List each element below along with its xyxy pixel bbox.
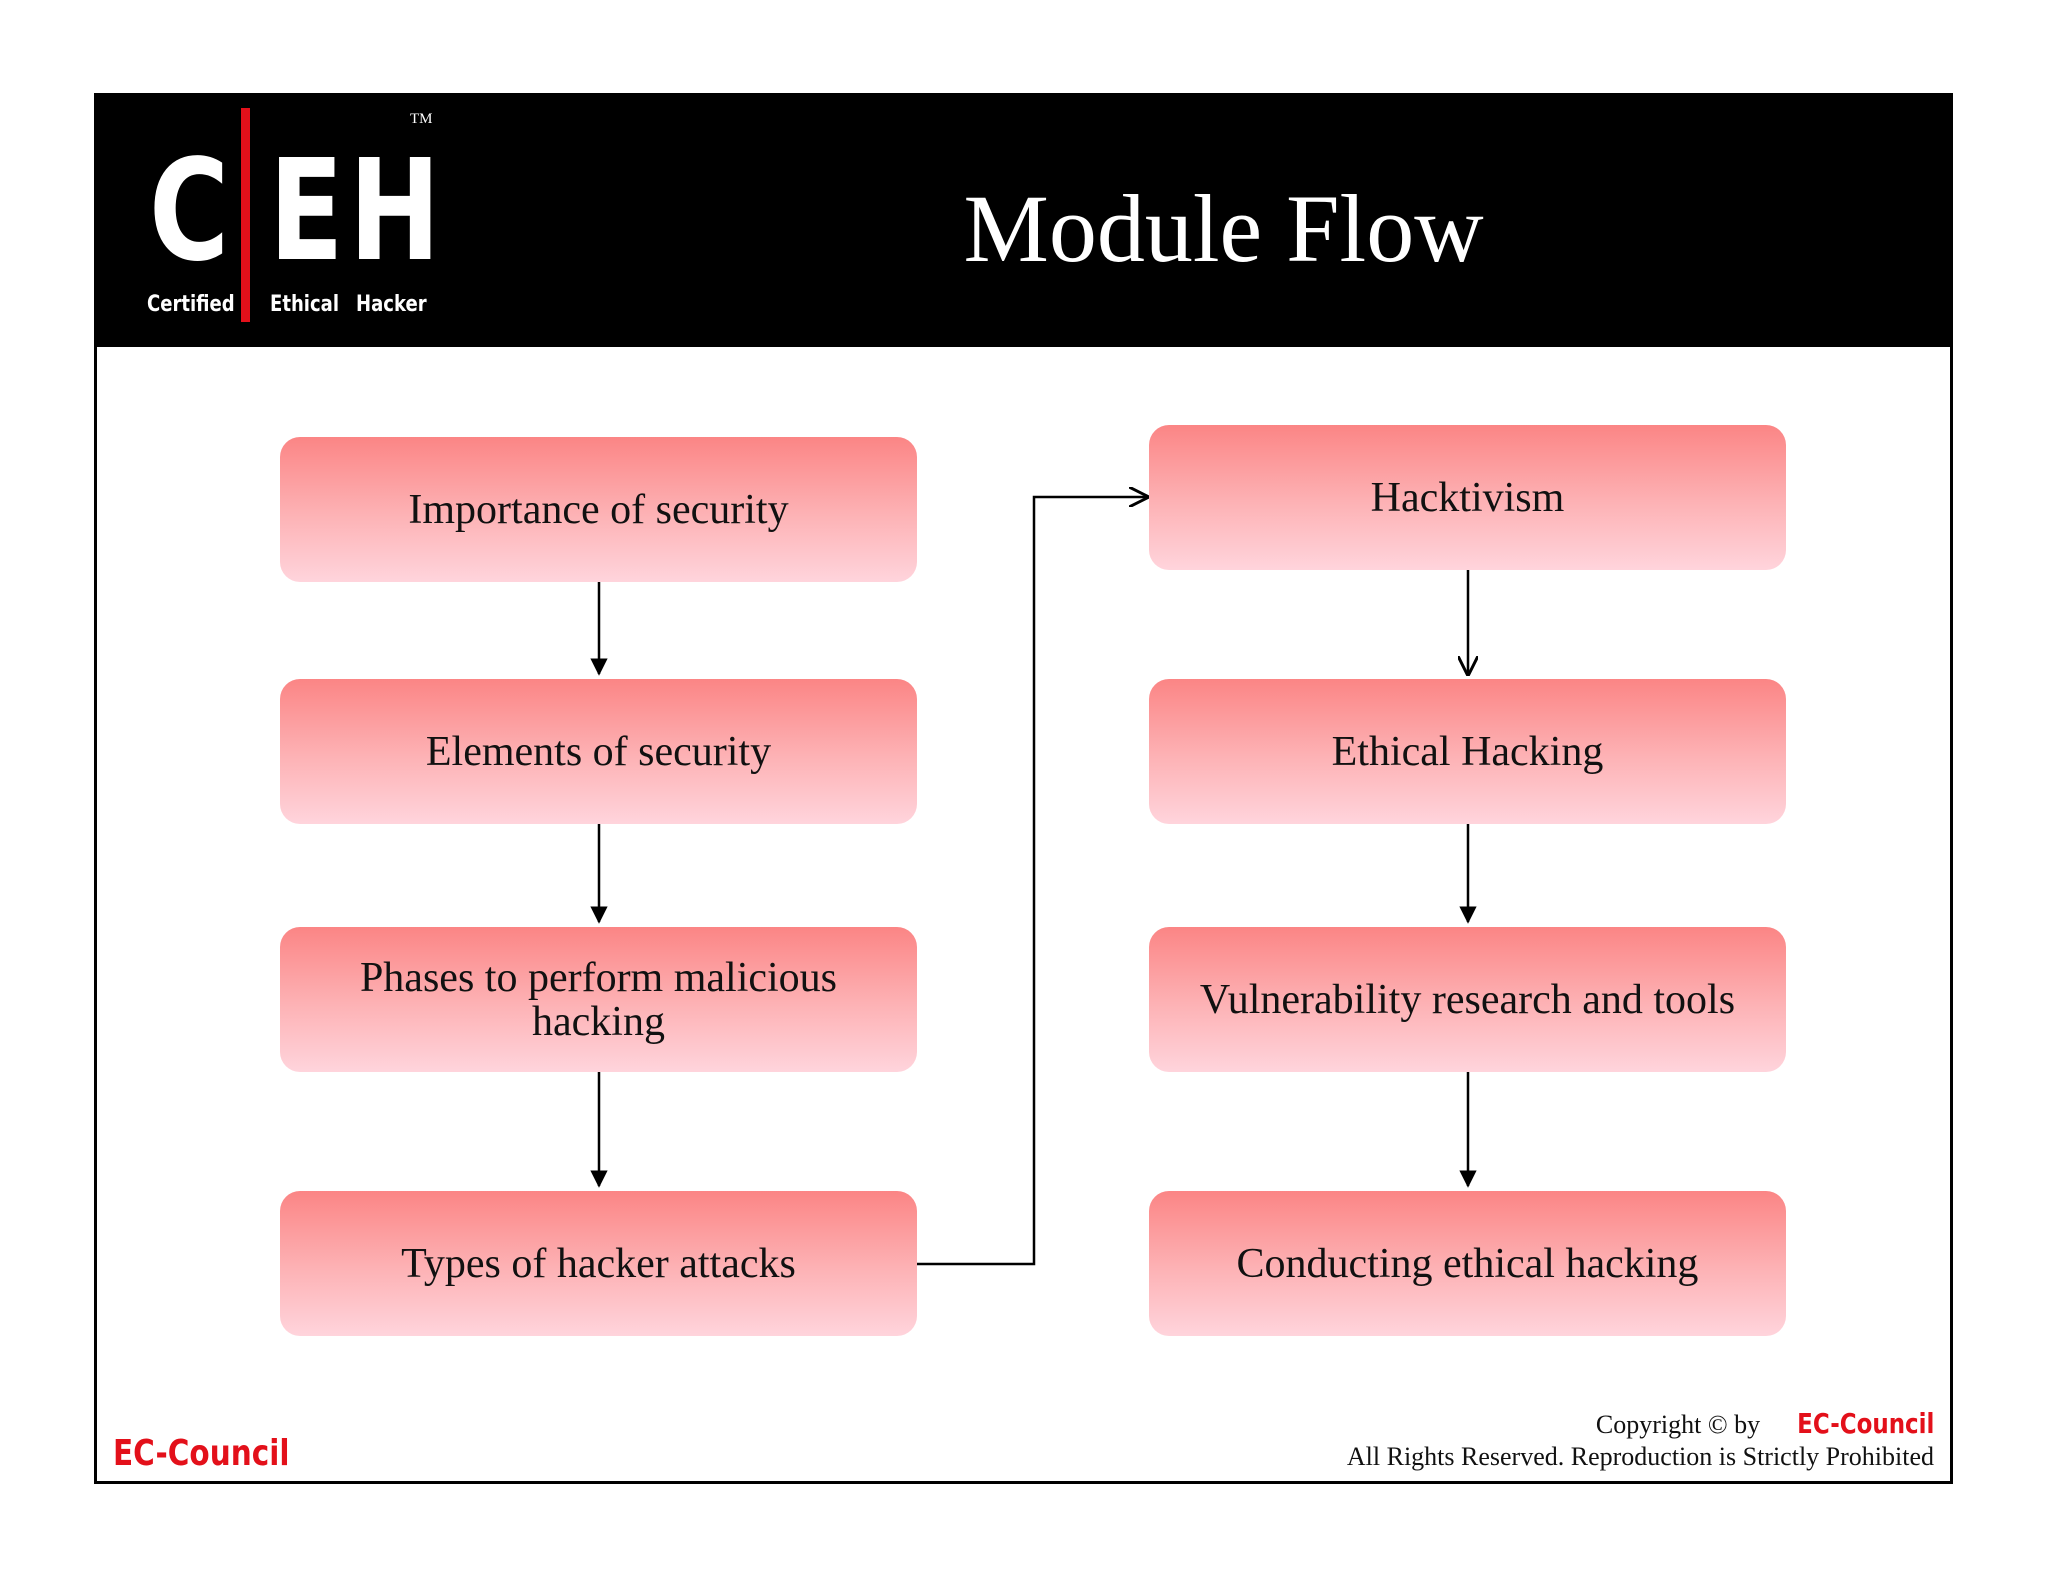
- logo-letter-h: H: [349, 130, 441, 293]
- logo-word-hacker: Hacker: [356, 292, 427, 317]
- copyright-prefix: Copyright © by: [1595, 1410, 1761, 1439]
- arrow-left-to-right: [917, 497, 1147, 1266]
- ec-council-logo: EC-Council: [113, 1433, 290, 1474]
- logo-word-ethical: Ethical: [270, 292, 340, 317]
- slide: C E H Certified Ethical Hacker TM Module…: [94, 93, 1953, 1484]
- copyright-line: Copyright © by EC-Council: [1347, 1408, 1934, 1441]
- page-title: Module Flow: [963, 175, 1484, 282]
- logo-trademark: TM: [410, 111, 433, 127]
- copyright-notice: Copyright © by EC-Council All Rights Res…: [1347, 1408, 1934, 1473]
- flow-box-vulnerability-research: Vulnerability research and tools: [1149, 927, 1786, 1072]
- logo-word-certified: Certified: [147, 292, 235, 317]
- flow-box-types-of-hacker-attacks: Types of hacker attacks: [280, 1191, 917, 1336]
- flow-box-elements-of-security: Elements of security: [280, 679, 917, 824]
- flow-box-ethical-hacking: Ethical Hacking: [1149, 679, 1786, 824]
- logo-red-bar: [241, 108, 250, 322]
- copyright-brand: EC-Council: [1796, 1407, 1934, 1440]
- flow-box-importance-of-security: Importance of security: [280, 437, 917, 582]
- logo-letter-e: E: [269, 130, 344, 293]
- flow-box-phases-malicious-hacking: Phases to perform malicious hacking: [280, 927, 917, 1072]
- header-bar: C E H Certified Ethical Hacker TM Module…: [97, 96, 1950, 347]
- flow-connectors: [590, 96, 1956, 1266]
- rights-reserved: All Rights Reserved. Reproduction is Str…: [1346, 1442, 1934, 1471]
- logo-letter-c: C: [149, 130, 230, 293]
- ceh-logo: C E H Certified Ethical Hacker TM: [97, 96, 457, 347]
- flow-box-hacktivism: Hacktivism: [1149, 425, 1786, 570]
- flow-box-conducting-ethical-hacking: Conducting ethical hacking: [1149, 1191, 1786, 1336]
